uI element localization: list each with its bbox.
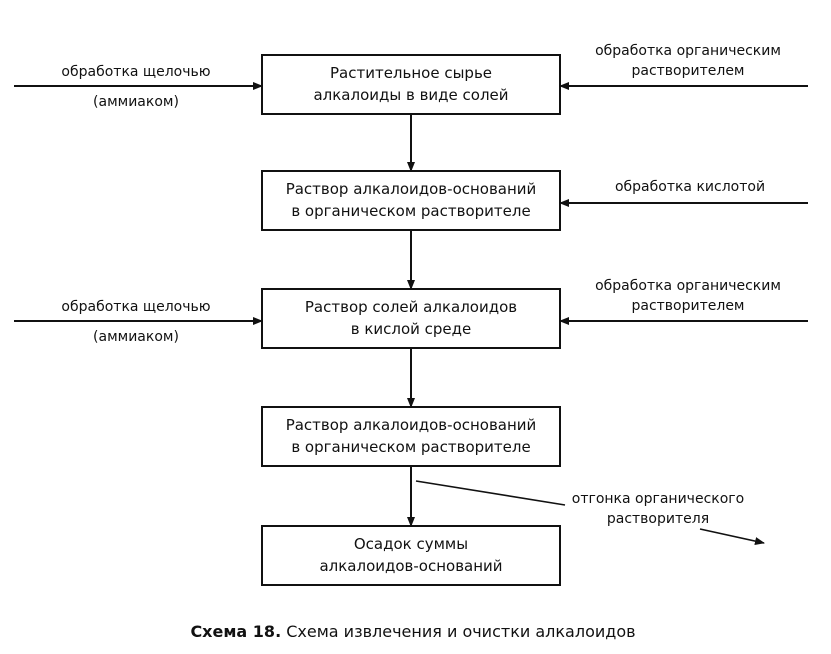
output-branch-line1: отгонка органического: [572, 491, 744, 507]
box-salt-solution-line1: Раствор солей алкалоидов: [305, 298, 517, 316]
box-raw-material-line2: алкалоиды в виде солей: [313, 86, 508, 104]
left-input-1-line1: обработка щелочью: [61, 64, 210, 80]
left-input-1-line2: (аммиаком): [93, 94, 179, 110]
right-input-1-line2: растворителем: [631, 63, 744, 79]
right-input-3-line2: растворителем: [631, 298, 744, 314]
box-base-solution-2-line2: в органическом растворителе: [291, 438, 530, 456]
box-base-solution-1-line1: Раствор алкалоидов-оснований: [286, 180, 537, 198]
box-precipitate-line2: алкалоидов-оснований: [319, 557, 502, 575]
figure-caption-label: Схема 18.: [190, 622, 281, 641]
output-branch-line2: растворителя: [607, 511, 709, 527]
box-raw-material-line1: Растительное сырье: [330, 64, 492, 82]
right-input-3-line1: обработка органическим: [595, 278, 781, 294]
figure-caption-text: Схема извлечения и очистки алкалоидов: [286, 622, 635, 641]
output-branch-arrow-tail: [699, 528, 765, 545]
right-input-1-line1: обработка органическим: [595, 43, 781, 59]
figure-caption: Схема 18. Схема извлечения и очистки алк…: [190, 622, 635, 641]
right-input-2-line1: обработка кислотой: [615, 179, 765, 195]
output-branch-arrow: [415, 480, 566, 506]
box-precipitate-line1: Осадок суммы: [354, 535, 468, 553]
left-input-2-line2: (аммиаком): [93, 329, 179, 345]
left-input-2-line1: обработка щелочью: [61, 299, 210, 315]
box-base-solution-1-line2: в органическом растворителе: [291, 202, 530, 220]
box-salt-solution-line2: в кислой среде: [351, 320, 472, 338]
box-base-solution-2-line1: Раствор алкалоидов-оснований: [286, 416, 537, 434]
